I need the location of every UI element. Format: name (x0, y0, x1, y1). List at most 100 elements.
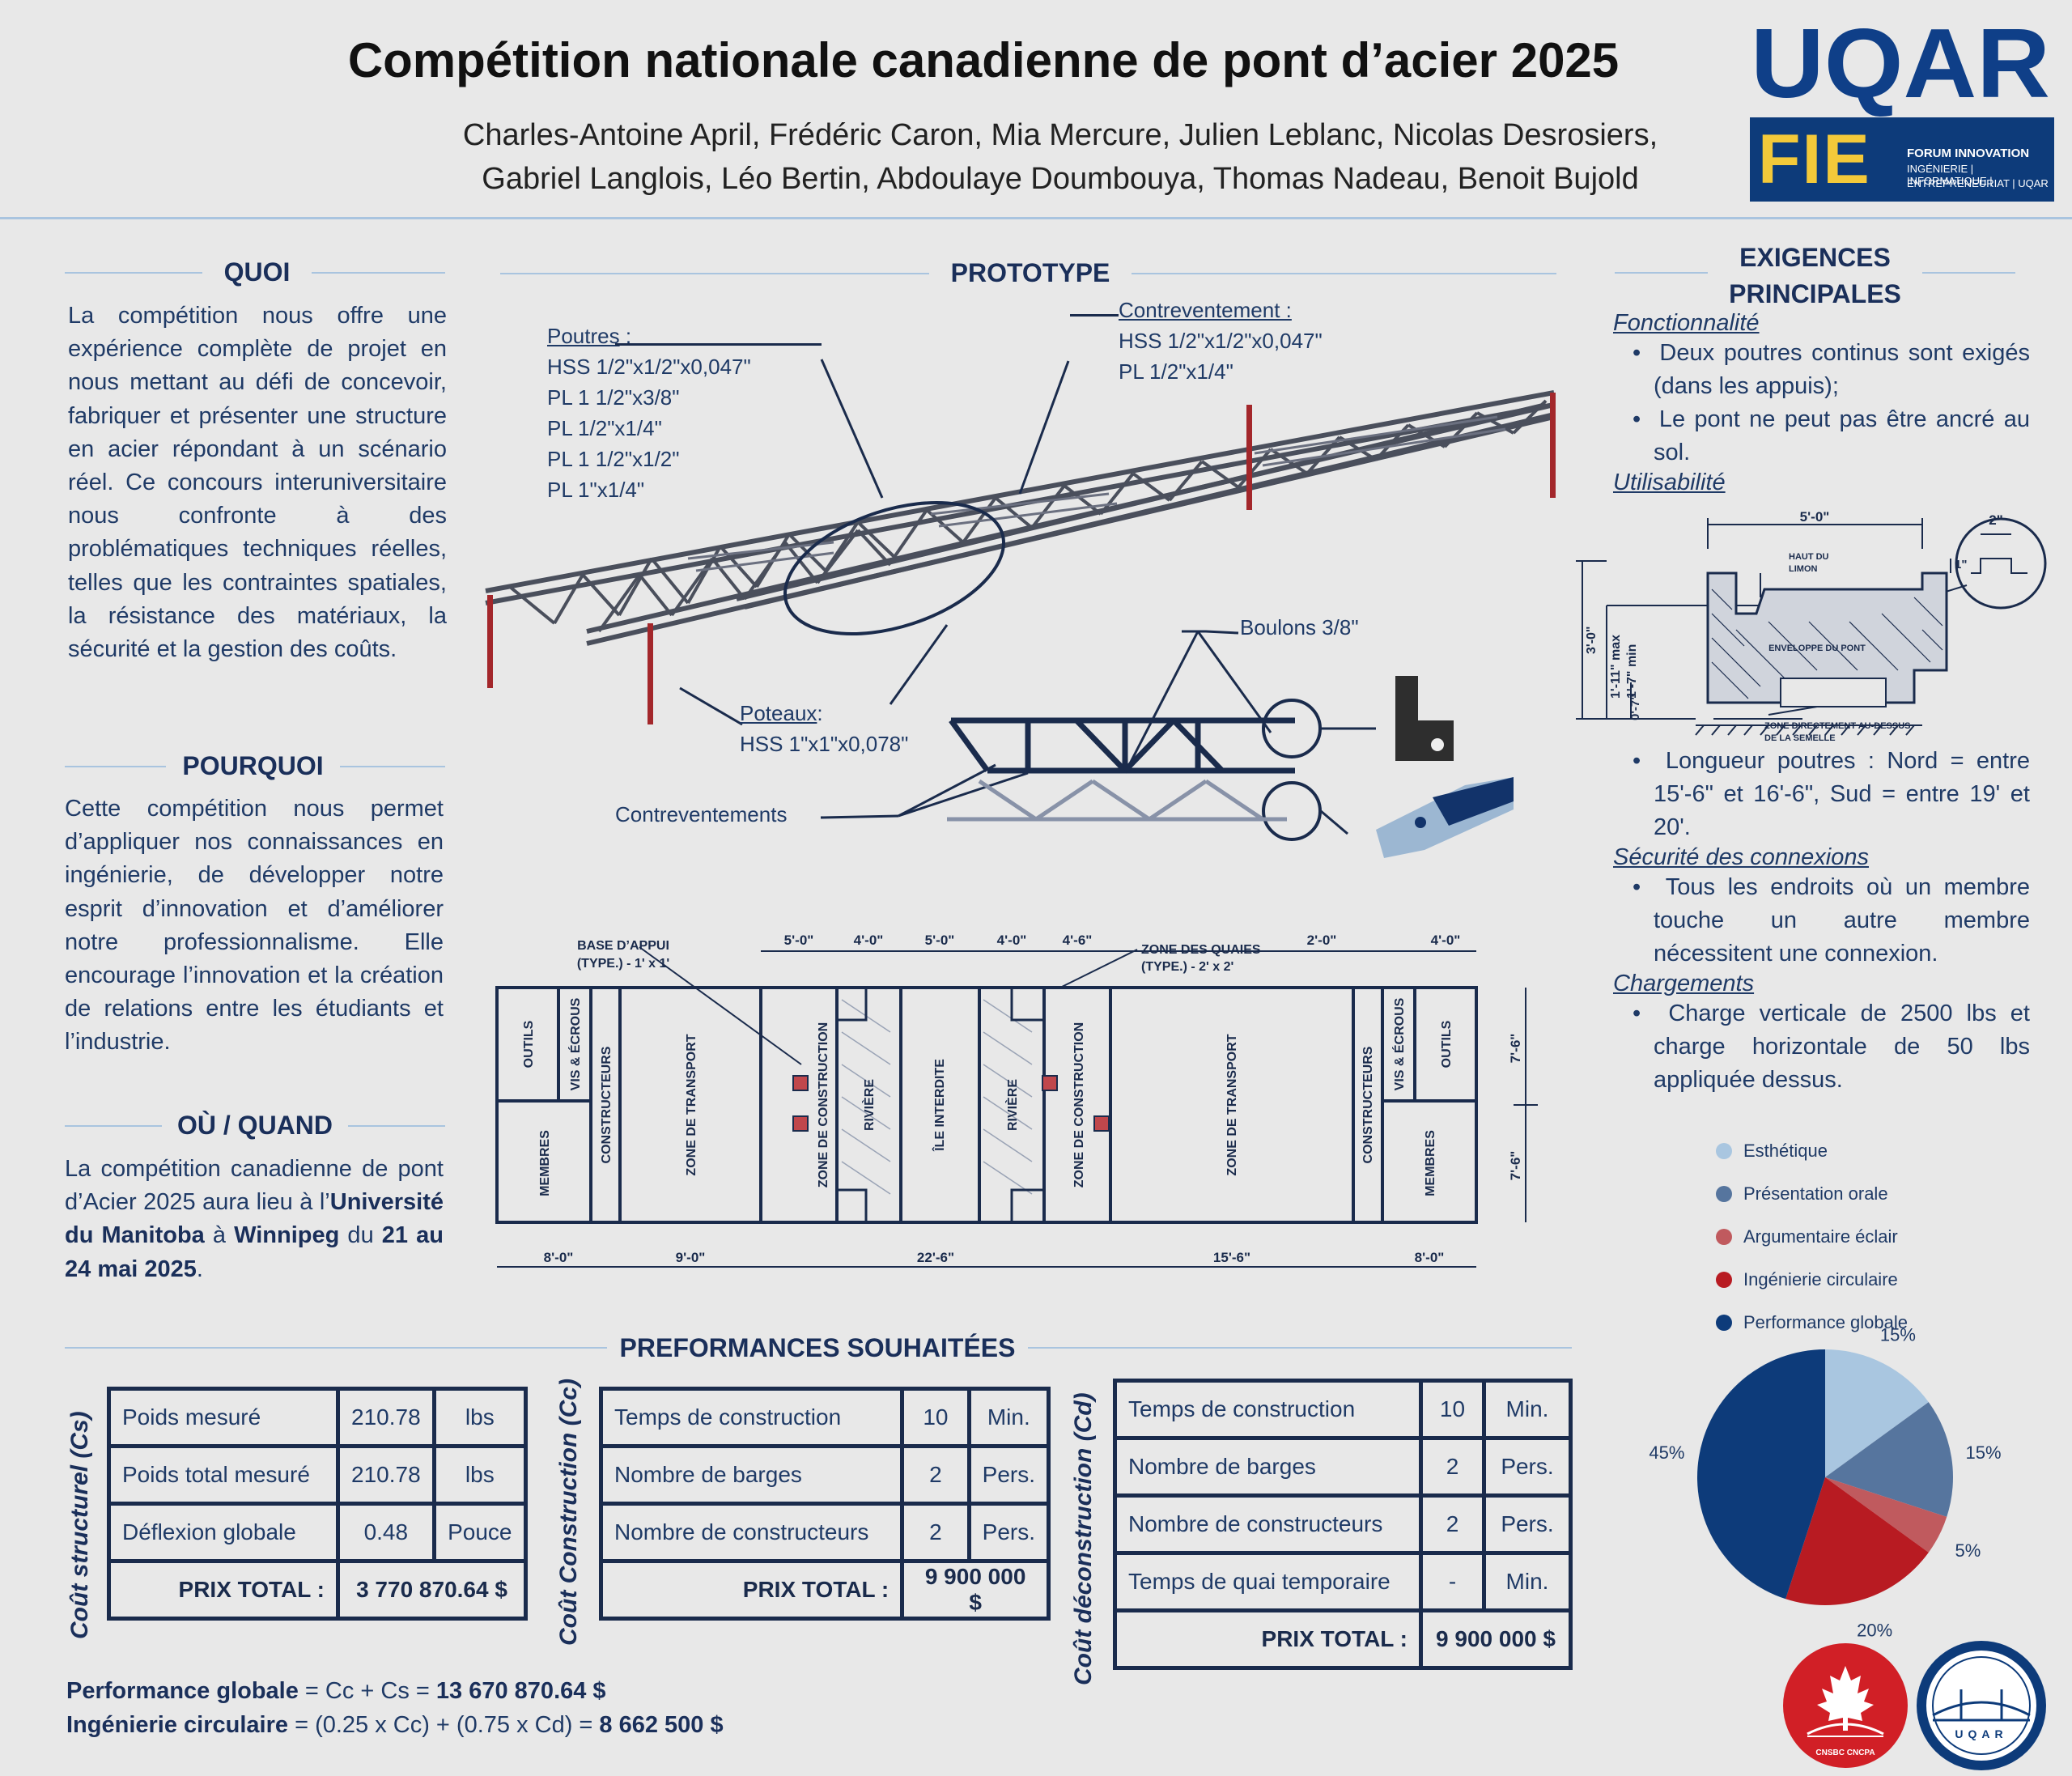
contreventement-item-1: HSS 1/2"x1/2"x0,047" (1119, 329, 1323, 353)
authors: Charles-Antoine April, Frédéric Caron, M… (380, 113, 1740, 201)
zone-outils-left: OUTILS (522, 1020, 536, 1068)
pie-slice-performance (1697, 1349, 1825, 1600)
secu-item-1: • Tous les endroits où un membre touche … (1633, 874, 2031, 967)
legend-label-performance: Performance globale (1743, 1311, 1909, 1332)
header-divider (0, 217, 2072, 219)
cs-row-1-unit: lbs (431, 1387, 529, 1448)
pie-label-esthetique: 15% (1880, 1325, 1916, 1345)
ouquand-line-left (65, 1125, 162, 1127)
detail-zone-dir: ZONE DIRECTEMENT AU-DESSUS (1764, 721, 1911, 731)
fie-line-2: INGÉNIERIE | INFORMATIQUE | (1907, 163, 1993, 187)
cc-row-2-label: Nombre de barges (598, 1444, 905, 1506)
chargements-heading: Chargements (1613, 971, 1755, 996)
dim-bottom-3: 22'-6" (917, 1250, 954, 1265)
legend-dot-ingenierie (1716, 1271, 1732, 1288)
contreventements-label: Contreventements (615, 802, 788, 826)
base-appui-label: BASE D’APPUI (577, 939, 669, 953)
exigences-title-2: PRINCIPALES (1729, 279, 1901, 308)
legend-label-ingenierie: Ingénierie circulaire (1743, 1268, 1898, 1290)
fie-logo: FIE FORUM INNOVATION INGÉNIERIE | INFORM… (1750, 117, 2054, 202)
exigences-title: EXIGENCES PRINCIPALES (1708, 240, 1922, 312)
cd-row-4-unit: Min. (1482, 1551, 1573, 1612)
fie-logo-mark: FIE (1758, 121, 1871, 198)
util-item-1-text: Longueur poutres : Nord = entre 15'-6" e… (1654, 748, 2030, 840)
secu-item-1-text: Tous les endroits où un membre touche un… (1654, 874, 2031, 967)
dim-top-2: 4'-0" (854, 933, 884, 948)
pie-label-performance: 45% (1649, 1442, 1684, 1463)
abutment-detail-drawing: 5'-0" 2" 1" HAUT DU LIMON ENVELOPPE DU P… (1576, 509, 2047, 743)
authors-line-1: Charles-Antoine April, Frédéric Caron, M… (462, 118, 1658, 152)
cd-row-1-unit: Min. (1482, 1379, 1573, 1440)
cd-row-1-value: 10 (1419, 1379, 1486, 1440)
cnsbc-text: CNSBC CNCPA (1815, 1748, 1875, 1757)
zone-constructeurs-right: CONSTRUCTEURS (1361, 1046, 1375, 1163)
column-post-2 (648, 623, 653, 724)
evaluation-pie-chart: 15%15%5%20%45% (1649, 1325, 2001, 1641)
abutment-section (1706, 571, 1948, 704)
poteaux-label-text: Poteaux (740, 701, 817, 725)
zone-quaies-type: (TYPE.) - 2' x 2' (1141, 960, 1233, 974)
detail-dim-07: 0'-7" (1628, 695, 1642, 720)
legend-dot-performance (1716, 1314, 1732, 1331)
poutres-item-3: PL 1/2"x1/4" (547, 416, 662, 440)
exigences-line-left (1615, 272, 1708, 274)
cnsbc-logo: CNSBC CNCPA (1783, 1643, 1908, 1768)
fonct-item-1-text: Deux poutres continus sont exigés (dans … (1654, 340, 2030, 399)
zone-transport-right: ZONE DE TRANSPORT (1225, 1034, 1239, 1175)
formula-performance-expr: = Cc + Cs = (298, 1678, 436, 1704)
exigences-line-right (1922, 272, 2015, 274)
prototype-line-left (500, 273, 929, 274)
contreventement-item-2: PL 1/2"x1/4" (1119, 359, 1233, 384)
detail-dim-30: 3'-0" (1585, 626, 1599, 654)
legend-label-argumentaire: Argumentaire éclair (1743, 1226, 1898, 1247)
cd-row-2-label: Nombre de barges (1113, 1436, 1423, 1498)
util-item-1: • Longueur poutres : Nord = entre 15'-6"… (1633, 748, 2030, 840)
poutres-annotation: Poutres : HSS 1/2"x1/2"x0,047" PL 1 1/2"… (547, 321, 751, 505)
quoi-line-left (65, 272, 202, 274)
legend-label-esthetique: Esthétique (1743, 1140, 1828, 1161)
base-appui-marker-3 (1042, 1075, 1058, 1091)
detail-dim-17: 1'-7" min (1625, 644, 1639, 699)
prototype-title: PROTOTYPE (950, 258, 1110, 287)
angle-bracket-icon (1395, 676, 1454, 761)
dim-right-1: 7'-6" (1508, 1034, 1523, 1064)
zone-construction-left: ZONE DE CONSTRUCTION (817, 1022, 830, 1188)
zone-construction-right: ZONE DE CONSTRUCTION (1072, 1022, 1086, 1188)
charg-item-1: • Charge verticale de 2500 lbs et charge… (1633, 1001, 2030, 1093)
formula-ingenierie-expr: = (0.25 x Cc) + (0.75 x Cd) = (288, 1712, 600, 1738)
pourquoi-text: Cette compétition nous permet d’applique… (65, 796, 444, 1056)
cd-row-3-value: 2 (1419, 1493, 1486, 1555)
fonctionnalite-heading: Fonctionnalité (1613, 310, 1760, 336)
perf-title: PREFORMANCES SOUHAITÉES (619, 1333, 1016, 1362)
zone-quaies-label: ZONE DES QUAIES (1141, 943, 1261, 957)
ouquand-university: Université du Manitoba (65, 1189, 444, 1249)
cs-row-1-label: Poids mesuré (107, 1387, 340, 1448)
base-appui-marker-1 (792, 1075, 809, 1091)
zone-riviere-right: RIVIÈRE (1004, 1079, 1020, 1131)
cd-total-row: PRIX TOTAL :9 900 000 $ (1113, 1608, 1573, 1670)
detail-limon: LIMON (1789, 564, 1817, 574)
column-post-4 (1550, 393, 1556, 498)
poutres-item-5: PL 1"x1/4" (547, 478, 645, 502)
site-plan-drawing: 5'-0" 4'-0" 5'-0" 4'-0" 4'-6" 2'-0" 4'-0… (495, 933, 1538, 1268)
legend-dot-esthetique (1716, 1142, 1732, 1159)
pourquoi-title: POURQUOI (182, 751, 324, 780)
quoi-text: La compétition nous offre une expérience… (68, 303, 447, 663)
zone-outils-right: OUTILS (1440, 1020, 1454, 1068)
detail-dim-top: 5'-0" (1800, 509, 1830, 525)
formula-ingenierie-label: Ingénierie circulaire (66, 1712, 289, 1738)
base-appui-type: (TYPE.) - 1' x 1' (577, 957, 669, 971)
cd-total-value: 9 900 000 $ (1419, 1608, 1573, 1670)
poutres-item-1: HSS 1/2"x1/2"x0,047" (547, 355, 751, 379)
ouquand-text-d: . (196, 1256, 203, 1282)
cc-row-3-value: 2 (900, 1502, 971, 1563)
poteaux-label: Poteaux: (740, 701, 823, 725)
legend-item-ingenierie: Ingénierie circulaire (1716, 1258, 1908, 1301)
boulons-label: Boulons 3/8" (1240, 615, 1359, 639)
